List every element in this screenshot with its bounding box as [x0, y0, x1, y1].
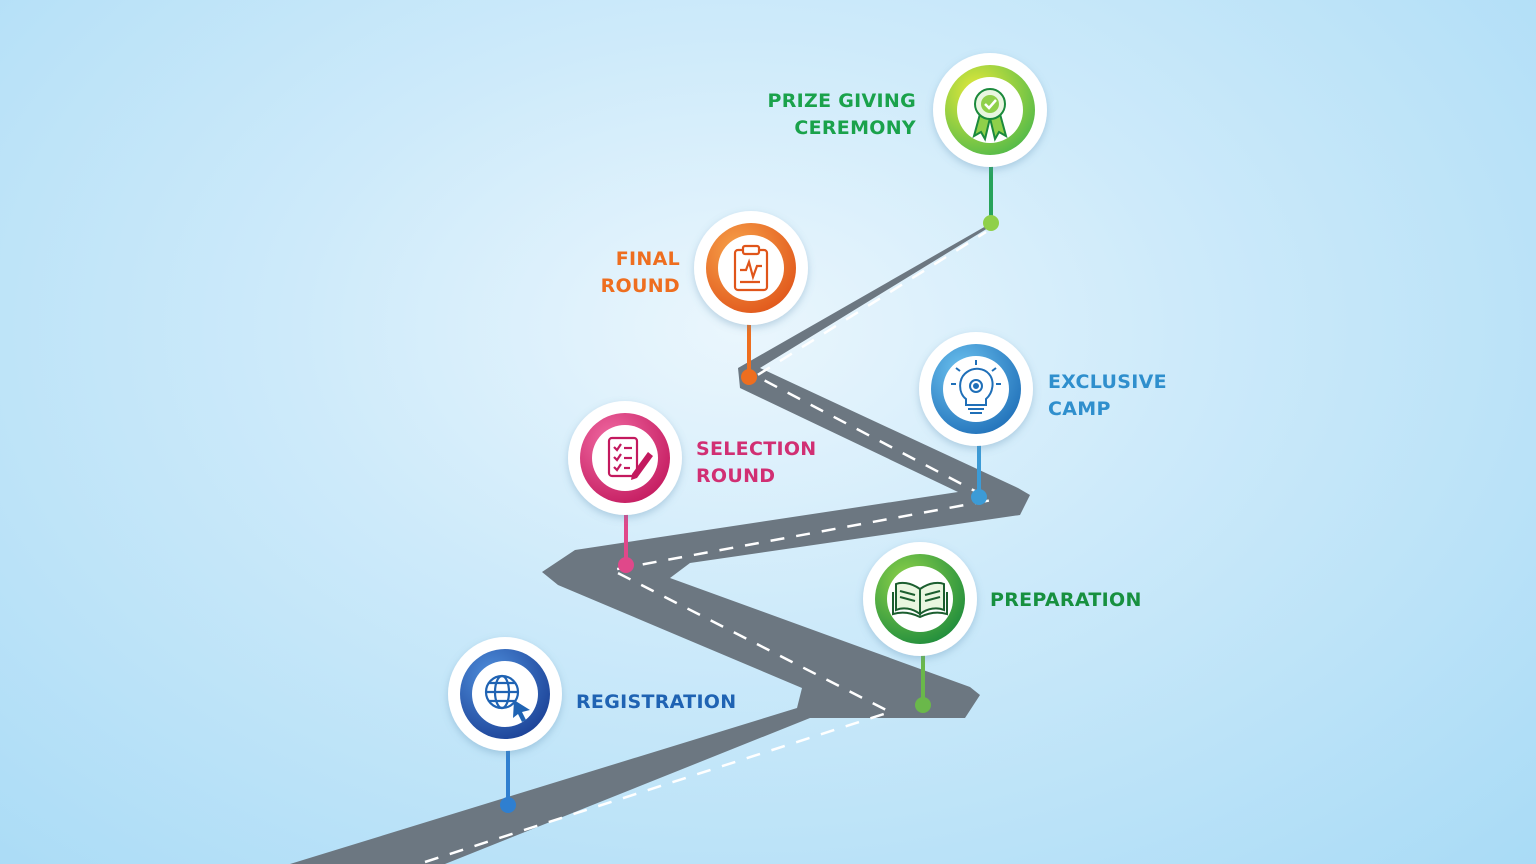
lightbulb-gear-icon: [951, 360, 1001, 414]
exclusive-camp-pin-dot: [971, 489, 987, 505]
road-center-line: [424, 230, 996, 864]
globe-cursor-icon: [484, 674, 530, 722]
prize-pin-dot: [983, 215, 999, 231]
selection-round-pin-dot: [618, 557, 634, 573]
final-round-label: FINAL ROUND: [600, 248, 680, 297]
milestone-preparation: [863, 542, 977, 713]
registration-pin-dot: [500, 797, 516, 813]
award-ribbon-icon: [972, 88, 1008, 142]
checklist-pencil-icon: [607, 436, 653, 480]
milestone-exclusive-camp: [919, 332, 1033, 505]
milestone-registration: [448, 637, 562, 813]
registration-badge-inner: [472, 661, 538, 727]
preparation-pin-dot: [915, 697, 931, 713]
prize-giving-ceremony-label: PRIZE GIVING CEREMONY: [767, 90, 916, 139]
final-round-pin-dot: [741, 369, 757, 385]
registration-label: REGISTRATION: [576, 691, 737, 713]
road-body: [290, 226, 1030, 864]
selection-round-label: SELECTION ROUND: [696, 438, 817, 487]
milestone-selection-round: [568, 401, 682, 573]
milestone-prize-giving-ceremony: [933, 53, 1047, 231]
road: [290, 226, 1030, 864]
preparation-label: PREPARATION: [990, 589, 1142, 611]
clipboard-pulse-icon: [733, 244, 769, 292]
exclusive-camp-label: EXCLUSIVE CAMP: [1048, 371, 1167, 420]
open-book-icon: [892, 581, 948, 619]
milestone-final-round: [694, 211, 808, 385]
